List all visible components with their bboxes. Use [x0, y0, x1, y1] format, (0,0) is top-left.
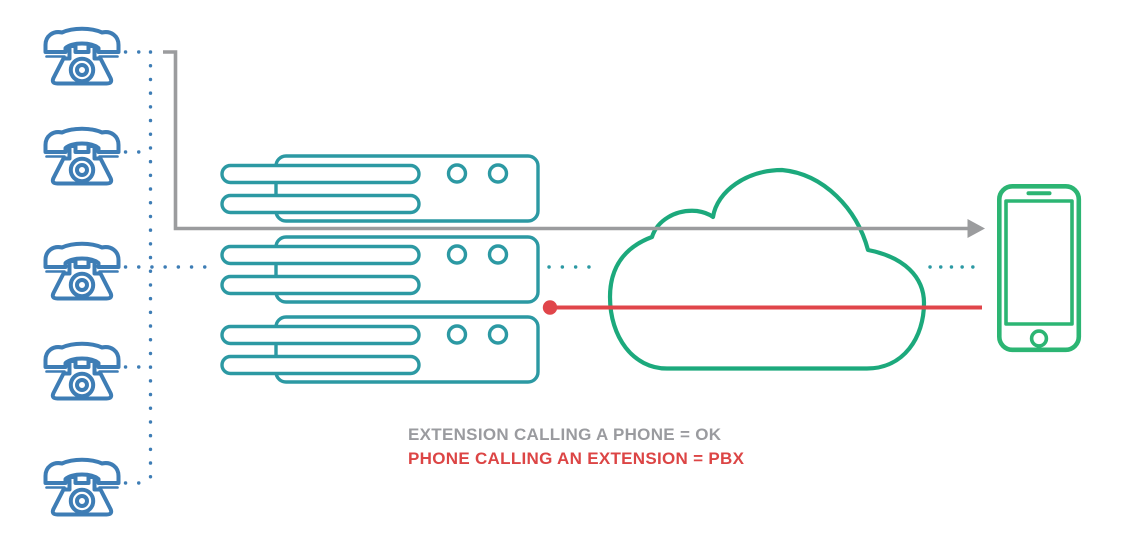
rotary-phone-icon — [43, 341, 121, 401]
rotary-phone-icon — [43, 241, 121, 301]
red-route-origin-dot — [542, 300, 558, 315]
caption-line-phone-pbx: PHONE CALLING AN EXTENSION = PBX — [408, 448, 745, 468]
smartphone-case — [996, 183, 1082, 353]
rotary-phone-icon — [43, 26, 121, 86]
server-icon — [220, 154, 540, 223]
caption-line-extension-ok: EXTENSION CALLING A PHONE = OK — [408, 425, 722, 444]
extension-calling-route — [163, 50, 985, 238]
pbx-server-stack — [220, 154, 540, 384]
extension-phones — [43, 26, 121, 517]
gray-route-line — [163, 50, 968, 231]
server-icon — [220, 315, 540, 384]
cloud-icon — [607, 167, 927, 371]
server-icon — [220, 235, 540, 304]
rotary-phone-icon — [43, 457, 121, 517]
diagram-caption: EXTENSION CALLING A PHONE = OK PHONE CAL… — [408, 423, 744, 470]
smartphone-icon — [996, 183, 1082, 353]
smartphone-home-button — [1029, 329, 1049, 348]
smartphone-screen — [1004, 199, 1074, 326]
rotary-phone-icon — [43, 126, 121, 186]
phone-calling-route — [542, 300, 982, 315]
extension-dotted-lines — [123, 50, 219, 485]
arrowhead-icon — [967, 219, 985, 238]
